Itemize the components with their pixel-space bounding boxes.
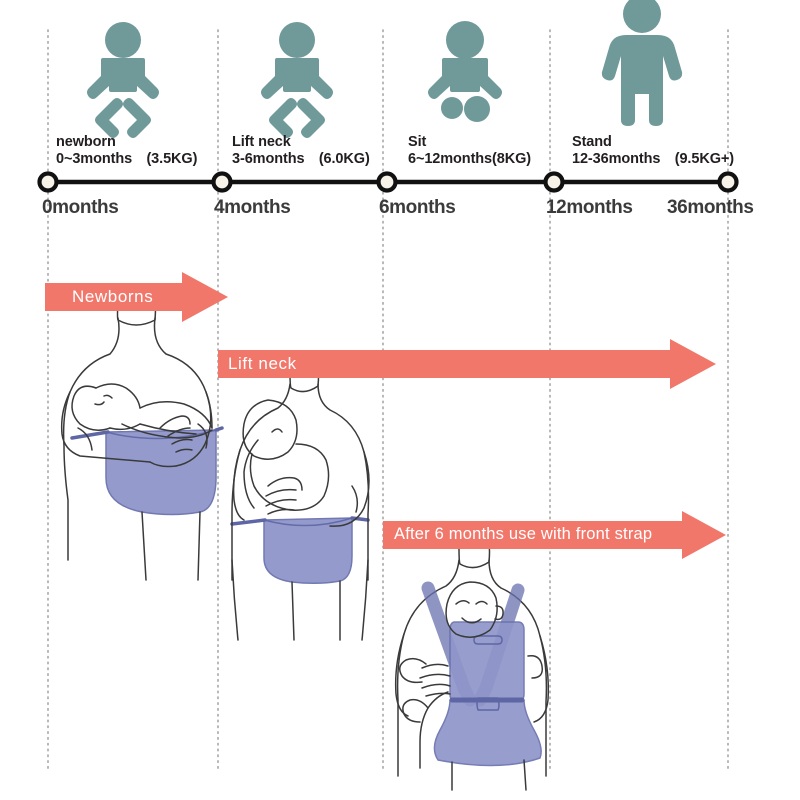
axis-label-0months: 0months bbox=[42, 197, 119, 218]
stage-icon-sit bbox=[428, 21, 502, 122]
stage-detail-stand: 12-36months (9.5KG+) bbox=[572, 150, 734, 167]
band-arrow-front-strap bbox=[383, 511, 726, 559]
stage-title-lift-neck: Lift neck bbox=[232, 134, 291, 150]
illustration-lift-neck-hip-seat bbox=[230, 369, 370, 641]
timeline-marker-6months bbox=[376, 171, 398, 193]
guide-lines bbox=[47, 29, 729, 771]
stage-detail-newborn: 0~3months (3.5KG) bbox=[56, 150, 198, 167]
illustration-front-strap-carrier bbox=[394, 545, 550, 791]
timeline-marker-4months bbox=[211, 171, 233, 193]
stage-title-sit: Sit bbox=[408, 134, 427, 150]
band-label-newborns: Newborns bbox=[72, 287, 154, 306]
timeline-marker-36months bbox=[717, 171, 739, 193]
axis-label-12months: 12months bbox=[546, 197, 633, 218]
stage-icon-newborn bbox=[87, 22, 159, 138]
timeline-markers bbox=[37, 171, 739, 193]
timeline-marker-0months bbox=[37, 171, 59, 193]
stage-caption-stand: Stand 12-36months (9.5KG+) bbox=[572, 134, 734, 167]
stage-icons bbox=[87, 0, 683, 138]
stage-caption-sit: Sit 6~12months(8KG) bbox=[408, 134, 531, 167]
axis-label-4months: 4months bbox=[214, 197, 291, 218]
stage-title-newborn: newborn bbox=[56, 134, 116, 150]
stage-caption-newborn: newborn 0~3months (3.5KG) bbox=[56, 134, 197, 167]
stage-icon-stand bbox=[601, 0, 683, 126]
timeline-axis bbox=[37, 171, 739, 193]
axis-label-6months: 6months bbox=[379, 197, 456, 218]
band-arrow-lift-neck bbox=[218, 339, 716, 389]
axis-label-36months: 36months bbox=[667, 197, 754, 218]
stage-caption-lift-neck: Lift neck 3-6months (6.0KG) bbox=[232, 134, 370, 167]
stage-title-stand: Stand bbox=[572, 134, 612, 150]
band-label-front-strap: After 6 months use with front strap bbox=[394, 525, 653, 543]
timeline-marker-12months bbox=[543, 171, 565, 193]
stage-icon-lift-neck bbox=[261, 22, 333, 138]
stage-detail-lift-neck: 3-6months (6.0KG) bbox=[232, 150, 370, 167]
illustration-newborn-cradle-hold bbox=[60, 299, 224, 581]
band-arrow-newborns bbox=[45, 272, 228, 322]
arrow-bands bbox=[45, 272, 726, 559]
band-label-lift-neck: Lift neck bbox=[228, 354, 297, 373]
stage-detail-sit: 6~12months(8KG) bbox=[408, 150, 531, 167]
